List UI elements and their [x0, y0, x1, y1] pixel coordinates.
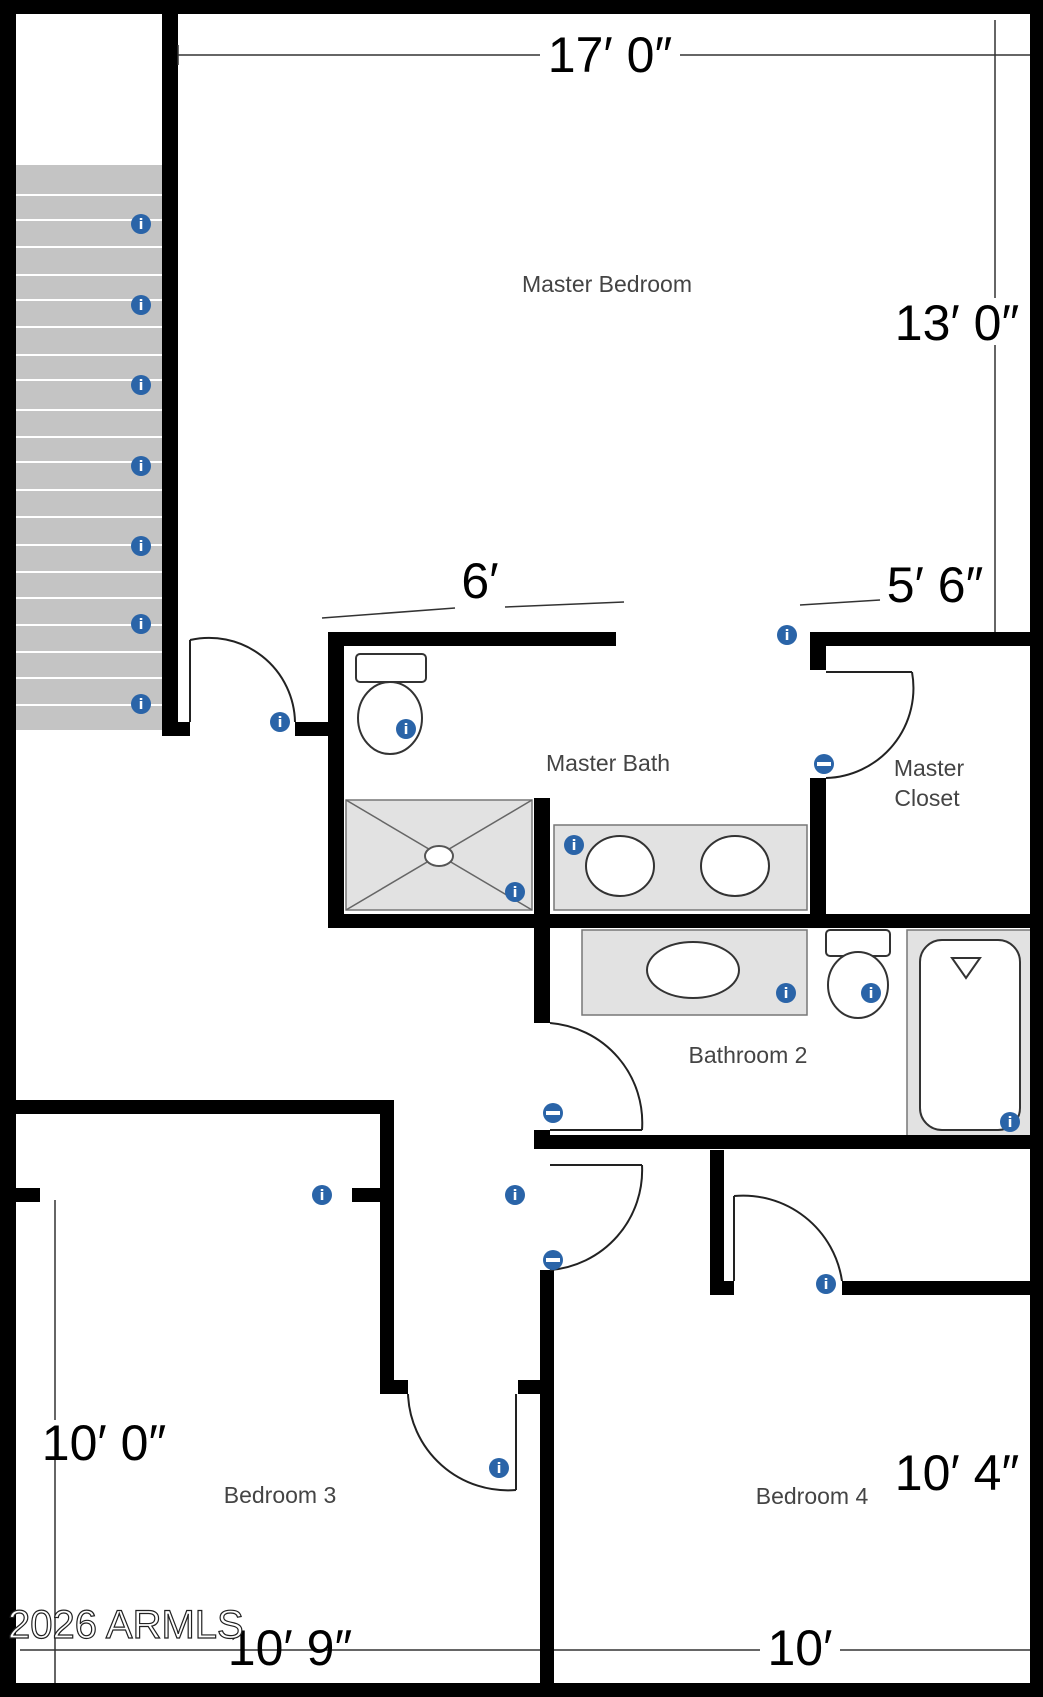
info-icon[interactable]: i — [131, 456, 151, 476]
svg-text:i: i — [513, 885, 518, 901]
info-icon[interactable]: i — [564, 835, 584, 855]
info-icon[interactable]: i — [489, 1458, 509, 1478]
info-icon[interactable]: i — [131, 694, 151, 714]
dimension-bedroom3-width: 10′ 9″ — [228, 1620, 352, 1676]
room-label-master-closet-line2: Closet — [894, 785, 960, 811]
info-icon[interactable]: i — [776, 983, 796, 1003]
room-label-master-bedroom: Master Bedroom — [522, 271, 692, 297]
info-icon[interactable]: i — [312, 1185, 332, 1205]
svg-text:i: i — [785, 628, 790, 644]
info-icon[interactable]: i — [131, 614, 151, 634]
svg-text:i: i — [784, 986, 789, 1002]
svg-text:i: i — [278, 715, 283, 731]
room-label-master-bath: Master Bath — [546, 750, 670, 776]
info-icon[interactable]: i — [1000, 1112, 1020, 1132]
door-marker-icon[interactable] — [543, 1103, 563, 1123]
staircase — [16, 165, 162, 730]
bath2-toilet-bowl — [827, 951, 889, 1019]
master-toilet-bowl — [357, 681, 423, 755]
room-label-bedroom-3: Bedroom 3 — [224, 1482, 337, 1508]
dimension-bedroom3-depth: 10′ 0″ — [42, 1415, 166, 1471]
room-label-bathroom-2: Bathroom 2 — [689, 1042, 808, 1068]
bathtub — [919, 939, 1021, 1131]
dimension-lines — [20, 20, 1030, 1683]
info-icon[interactable]: i — [816, 1274, 836, 1294]
dimension-bedroom4-width: 10′ — [768, 1620, 833, 1676]
room-label-master-closet-line1: Master — [894, 755, 965, 781]
fixtures — [345, 653, 1038, 1141]
svg-text:i: i — [139, 459, 144, 475]
svg-text:i: i — [139, 539, 144, 555]
info-icon[interactable]: i — [396, 719, 416, 739]
dimension-bedroom4-depth: 10′ 4″ — [895, 1445, 1019, 1501]
info-icon[interactable]: i — [505, 882, 525, 902]
svg-text:i: i — [824, 1277, 829, 1293]
svg-text:i: i — [139, 697, 144, 713]
svg-text:i: i — [869, 986, 874, 1002]
info-icon[interactable]: i — [505, 1185, 525, 1205]
info-icon[interactable]: i — [270, 712, 290, 732]
door-marker-icon[interactable] — [543, 1250, 563, 1270]
svg-text:i: i — [513, 1188, 518, 1204]
info-icon[interactable]: i — [861, 983, 881, 1003]
info-icon[interactable]: i — [131, 295, 151, 315]
svg-text:i: i — [1008, 1115, 1013, 1131]
room-label-bedroom-4: Bedroom 4 — [756, 1483, 869, 1509]
info-markers: i i i i i i i i i i i i i i i i i i i — [131, 214, 1020, 1478]
svg-text:i: i — [572, 838, 577, 854]
svg-text:i: i — [320, 1188, 325, 1204]
master-toilet-tank — [355, 653, 427, 683]
svg-text:i: i — [139, 378, 144, 394]
copyright-watermark: 2026 ARMLS — [8, 1603, 244, 1647]
svg-text:i: i — [497, 1461, 502, 1477]
doors — [189, 636, 915, 1492]
svg-text:i: i — [139, 298, 144, 314]
svg-text:i: i — [404, 722, 409, 738]
svg-text:i: i — [139, 617, 144, 633]
master-sink-left — [585, 835, 655, 897]
door-marker-icon[interactable] — [814, 754, 834, 774]
dimension-bath-width: 6′ — [461, 553, 498, 609]
dimension-master-depth: 13′ 0″ — [895, 295, 1019, 351]
dimension-closet-width: 5′ 6″ — [887, 557, 984, 613]
dimension-master-width: 17′ 0″ — [548, 27, 672, 83]
master-sink-right — [700, 835, 770, 897]
info-icon[interactable]: i — [131, 375, 151, 395]
info-icon[interactable]: i — [131, 214, 151, 234]
info-icon[interactable]: i — [777, 625, 797, 645]
bath2-sink — [646, 941, 740, 999]
svg-text:i: i — [139, 217, 144, 233]
info-icon[interactable]: i — [131, 536, 151, 556]
